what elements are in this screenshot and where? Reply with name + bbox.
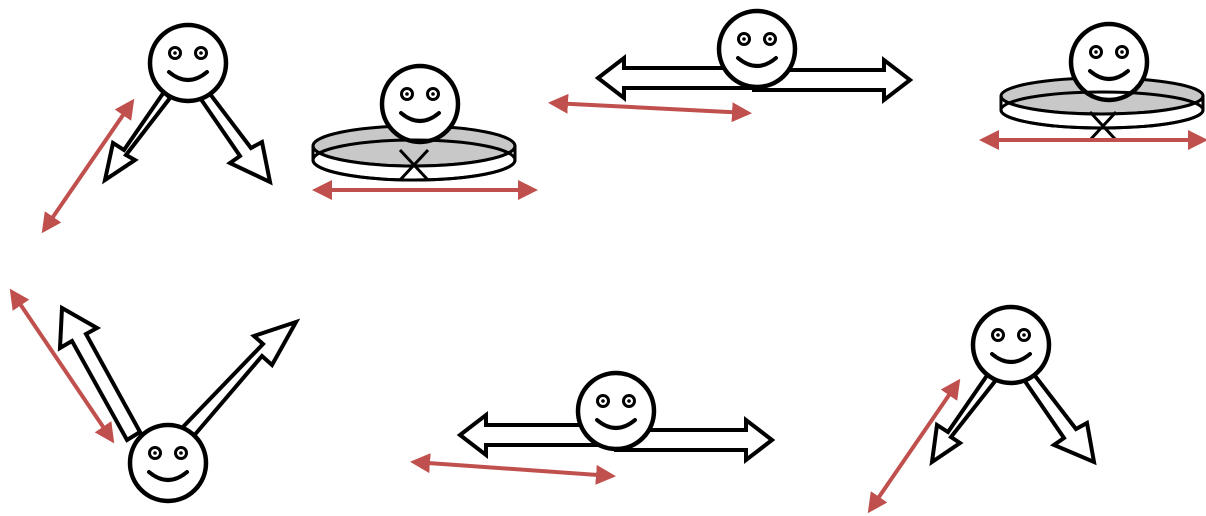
- figure-face-two-arms-up: [12, 292, 296, 501]
- figure-face-two-arms-down: [44, 25, 270, 230]
- hollow-arrow-icon: [1020, 368, 1094, 462]
- smiley-face-icon: [382, 66, 458, 142]
- figure-face-two-arms-down: [870, 307, 1094, 510]
- hollow-arrow-icon: [196, 86, 270, 182]
- double-headed-arrow-icon: [552, 103, 748, 113]
- smiley-face-icon: [130, 425, 206, 501]
- hollow-arrow-icon: [104, 92, 170, 182]
- smiley-face-icon: [150, 25, 226, 101]
- smiley-face-icon: [578, 373, 654, 449]
- smiley-face-icon: [719, 11, 795, 87]
- hollow-arrow-icon: [932, 374, 996, 462]
- smiley-face-icon: [1071, 24, 1147, 100]
- figure-face-horizontal-bar: [414, 373, 772, 476]
- double-headed-arrow-icon: [414, 462, 612, 476]
- hollow-arrow-icon: [180, 322, 296, 438]
- figure-face-ring: [313, 66, 534, 190]
- figure-face-ring: [983, 24, 1204, 140]
- figure-face-horizontal-bar: [552, 11, 910, 113]
- smiley-face-icon: [973, 307, 1049, 383]
